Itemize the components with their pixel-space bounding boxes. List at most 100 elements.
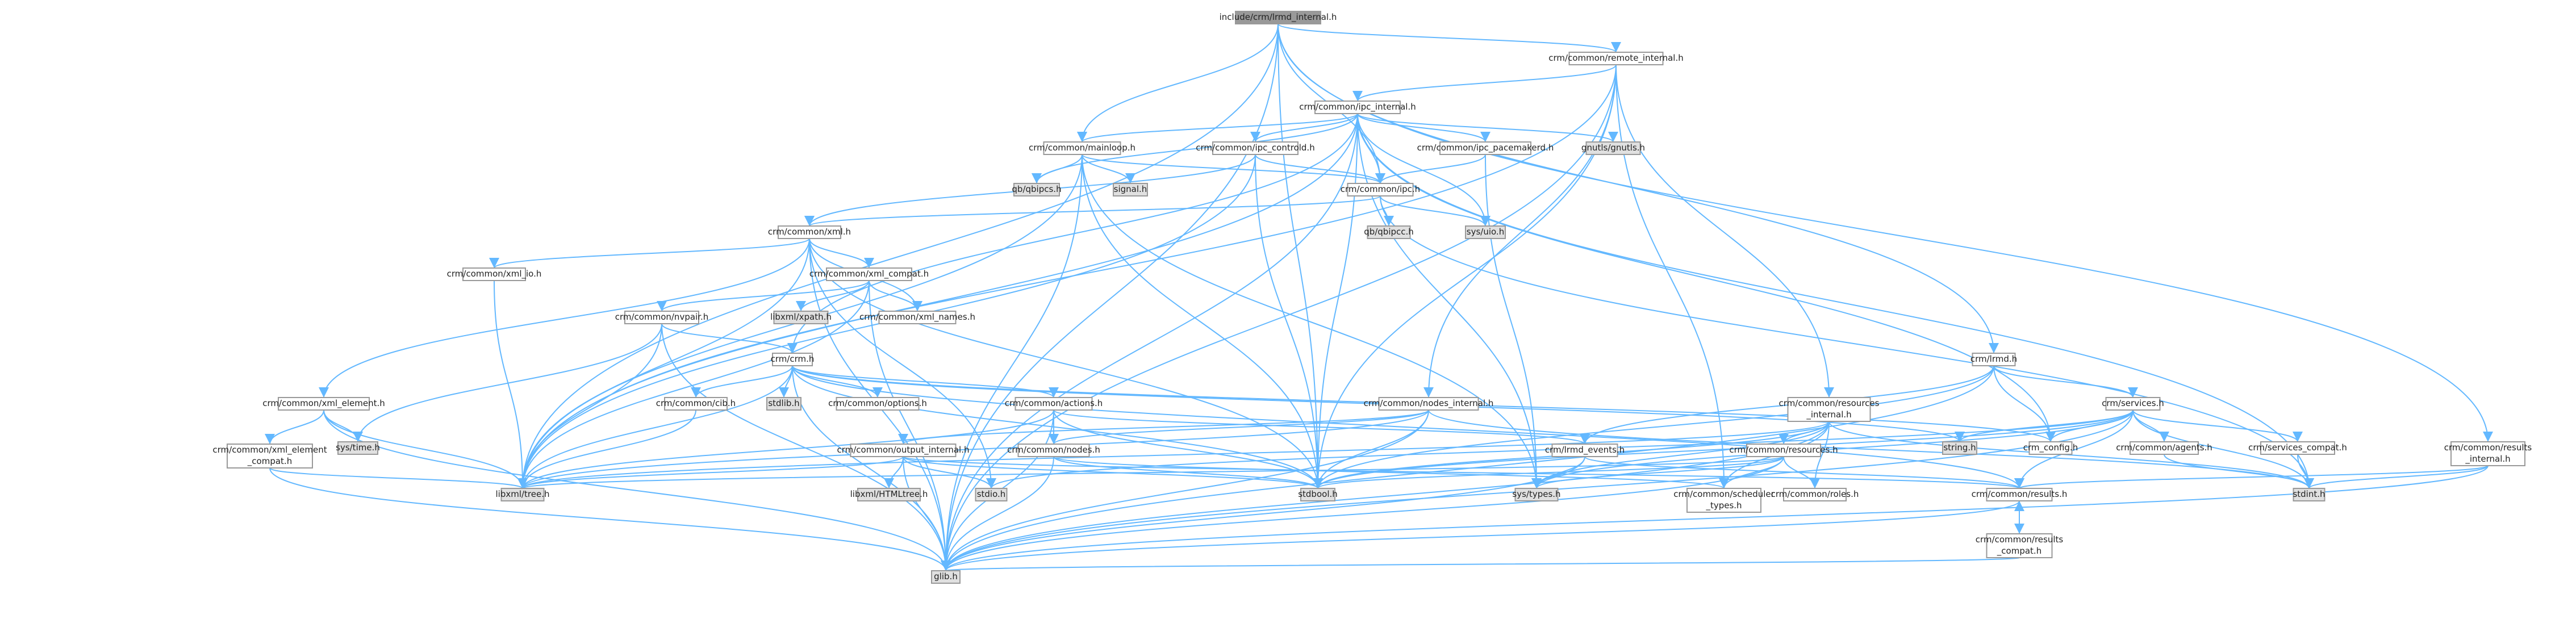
node-label: crm/common/xml_element (212, 445, 327, 455)
node-label: crm/common/ipc.h (1341, 184, 1420, 194)
edge-results-to-glib (941, 500, 2020, 571)
node-label: crm/crm.h (771, 354, 815, 364)
node-xml[interactable]: crm/common/xml.h (768, 225, 851, 239)
node-systypes[interactable]: sys/types.h (1512, 488, 1561, 501)
node-ipc-int[interactable]: crm/common/ipc_internal.h (1299, 101, 1416, 114)
node-crm[interactable]: crm/crm.h (771, 353, 815, 366)
node-libxml-tree[interactable]: libxml/tree.h (495, 488, 550, 501)
node-box (227, 444, 313, 469)
node-stdbool[interactable]: stdbool.h (1298, 488, 1338, 501)
node-signal[interactable]: signal.h (1113, 183, 1148, 196)
node-libxml-xpath[interactable]: libxml/xpath.h (770, 311, 832, 324)
edge-remote-to-glib (941, 64, 1617, 571)
node-box (1367, 225, 1411, 239)
node-results-compat[interactable]: crm/common/results_compat.h (1976, 533, 2064, 558)
node-stdlib[interactable]: stdlib.h (766, 397, 801, 411)
node-mainloop[interactable]: crm/common/mainloop.h (1029, 141, 1135, 155)
edge-xml-to-xml-element (319, 238, 810, 398)
node-label: crm/common/mainloop.h (1029, 143, 1135, 153)
node-string[interactable]: string.h (1942, 441, 1977, 455)
node-res-int[interactable]: crm/common/resources_internal.h (1779, 397, 1880, 422)
node-xml-io[interactable]: crm/common/xml_io.h (447, 267, 542, 281)
edge-services-to-systypes (1531, 409, 2134, 489)
edge-ipc-int-to-sysuio (1357, 113, 1491, 227)
node-ipc-pacemakerd[interactable]: crm/common/ipc_pacemakerd.h (1417, 141, 1554, 155)
node-box (931, 570, 961, 584)
node-stdint[interactable]: stdint.h (2293, 488, 2326, 501)
node-xml-element-compat[interactable]: crm/common/xml_element_compat.h (212, 444, 327, 469)
edge-crm-to-cib (691, 365, 793, 398)
edge-ipc-to-xml (804, 195, 1381, 227)
node-output-int[interactable]: crm/common/output_internal.h (837, 444, 970, 457)
node-options[interactable]: crm/common/options.h (828, 397, 927, 411)
node-label: crm/common/results (2444, 442, 2532, 453)
edge-nvpair-to-glib (661, 323, 951, 571)
node-label: libxml/tree.h (495, 489, 549, 499)
node-label: crm/common/results (1976, 534, 2064, 545)
node-xml-names[interactable]: crm/common/xml_names.h (859, 311, 975, 324)
node-label: crm/common/resources (1779, 398, 1880, 408)
edge-ipc-to-sysuio (1380, 195, 1491, 227)
node-qbipcc[interactable]: qb/qbipcc.h (1364, 225, 1414, 239)
node-label: crm/lrmd_events.h (1545, 445, 1625, 455)
node-nvpair[interactable]: crm/common/nvpair.h (615, 311, 709, 324)
node-ipc-controld[interactable]: crm/common/ipc_controld.h (1196, 141, 1315, 155)
node-box (1314, 101, 1401, 114)
node-label: include/crm/lrmd_internal.h (1220, 12, 1337, 23)
node-box (1568, 52, 1664, 65)
node-roles[interactable]: crm/common/roles.h (1771, 488, 1859, 501)
edge-resources-to-roles (1783, 456, 1820, 489)
edge-root-to-glib (941, 23, 1279, 571)
node-actions[interactable]: crm/common/actions.h (1005, 397, 1103, 411)
node-box (1686, 488, 1761, 513)
edge-remote-to-res-int (1615, 64, 1834, 398)
node-services[interactable]: crm/services.h (2102, 397, 2164, 411)
node-ipc[interactable]: crm/common/ipc.h (1341, 183, 1420, 196)
node-box (1787, 397, 1871, 422)
node-nodes-int[interactable]: crm/common/nodes_internal.h (1364, 397, 1494, 411)
edge-services-to-services-compat (2132, 409, 2303, 442)
node-services-compat[interactable]: crm/services_compat.h (2248, 441, 2347, 455)
node-label: crm/common/nvpair.h (615, 312, 709, 322)
node-lrmd[interactable]: crm/lrmd.h (1970, 353, 2017, 366)
node-sched-types[interactable]: crm/common/scheduler_types.h (1673, 488, 1775, 513)
node-resources[interactable]: crm/common/resources.h (1729, 444, 1838, 457)
node-label: string.h (1943, 442, 1976, 453)
node-gnutls[interactable]: gnutls/gnutls.h (1581, 141, 1645, 155)
node-results-int[interactable]: crm/common/results_internal.h (2444, 441, 2532, 466)
node-lrmd-events[interactable]: crm/lrmd_events.h (1545, 444, 1625, 457)
node-remote[interactable]: crm/common/remote_internal.h (1548, 52, 1684, 65)
node-label: _compat.h (1997, 546, 2041, 557)
node-box (778, 225, 841, 239)
node-label: crm/common/scheduler (1673, 489, 1775, 499)
node-label: crm_config.h (2023, 442, 2078, 453)
edge-ipc-int-to-stdint (1357, 113, 2314, 489)
node-xml-compat[interactable]: crm/common/xml_compat.h (809, 267, 929, 281)
node-stdio[interactable]: stdio.h (975, 488, 1008, 501)
node-label: crm/common/agents.h (2116, 442, 2212, 453)
node-libxml-html[interactable]: libxml/HTMLtree.h (850, 488, 928, 501)
node-glib[interactable]: glib.h (931, 570, 961, 584)
node-qbipcs[interactable]: qb/qbipcs.h (1012, 183, 1062, 196)
node-label: sys/types.h (1512, 489, 1560, 499)
edge-results-int-to-results (2014, 465, 2489, 489)
edge-ipc-int-to-libxml-tree (517, 113, 1358, 489)
node-cib[interactable]: crm/common/cib.h (656, 397, 736, 411)
node-agents[interactable]: crm/common/agents.h (2116, 441, 2212, 455)
node-common-nodes[interactable]: crm/common/nodes.h (1007, 444, 1100, 457)
node-systime[interactable]: sys/time.h (336, 441, 380, 455)
edge-lrmd-to-services (1993, 365, 2138, 398)
node-crm-config[interactable]: crm_config.h (2023, 441, 2078, 455)
node-sysuio[interactable]: sys/uio.h (1465, 225, 1506, 239)
node-results[interactable]: crm/common/results.h (1972, 488, 2068, 501)
node-label: crm/common/ipc_controld.h (1196, 143, 1314, 153)
edge-root-to-results-int (1277, 23, 2493, 442)
node-box (337, 441, 378, 455)
node-xml-element[interactable]: crm/common/xml_element.h (262, 397, 385, 411)
node-label: crm/services.h (2102, 398, 2164, 408)
edge-mainloop-to-ipc (1082, 154, 1385, 184)
node-label: crm/common/options.h (828, 398, 927, 408)
node-root[interactable]: include/crm/lrmd_internal.h (1220, 11, 1337, 24)
edge-xml-element-compat-to-glib (269, 467, 951, 571)
edge-ipc-int-to-crm (787, 113, 1358, 354)
